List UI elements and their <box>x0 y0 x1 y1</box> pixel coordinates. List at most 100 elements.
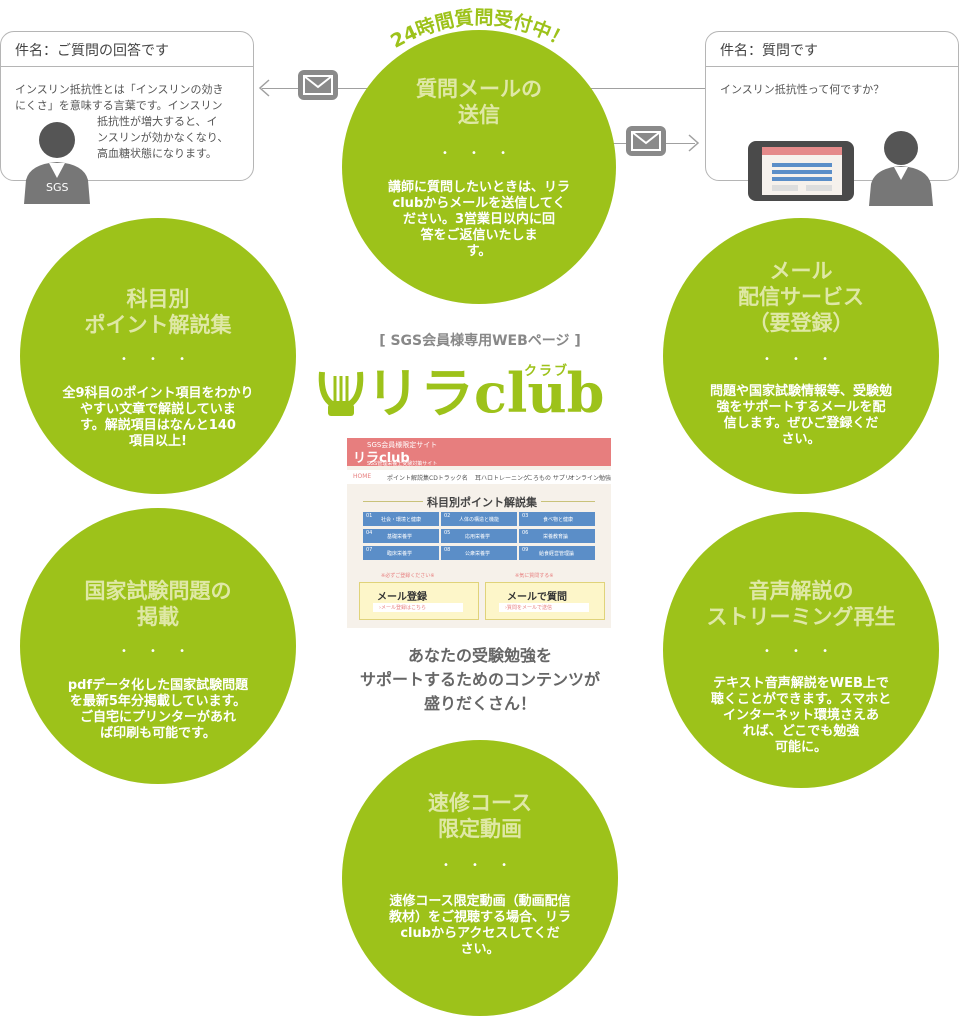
teacher-avatar: SGS <box>22 118 92 204</box>
answer-line: 抵抗性が増大すると、イ <box>97 115 218 128</box>
site-cell-label: 基礎栄養学 <box>387 534 413 540</box>
caption-line: サポートするためのコンテンツが <box>359 670 600 689</box>
circle-desc: テキスト音声解説をWEB上で <box>713 676 889 691</box>
circle-desc: ば印刷も可能です。 <box>100 726 216 741</box>
site-cell-num: 08 <box>444 547 451 553</box>
caption-line: あなたの受験勉強を <box>407 646 552 665</box>
circle-title: 科目別 <box>126 287 190 311</box>
site-cell-label: 人体の構造と機能 <box>459 517 500 523</box>
rira-club-logo: リラclub <box>366 361 605 425</box>
members-label: [ SGS会員様専用WEBページ ] <box>379 333 581 349</box>
site-nav-item: CDトラック名 <box>429 475 468 482</box>
answer-line: 高血糖状態になります。 <box>97 147 217 160</box>
site-note: ※必ずご登録ください※ <box>381 573 435 579</box>
site-nav-item: ポイント解説集 <box>387 475 430 482</box>
circle-mail-service: メール 配信サービス （要登録） • • • 問題や国家試験情報等、受験勉 強を… <box>663 218 939 494</box>
site-logo-sub: SGS管理栄養士受験対策サイト <box>367 461 438 467</box>
question-line: インスリン抵抗性って何ですか？ <box>720 83 885 96</box>
site-cell-num: 07 <box>366 547 373 553</box>
dots-divider: • • • <box>763 354 839 365</box>
site-cell-num: 01 <box>366 513 373 519</box>
envelope-icon <box>298 70 338 100</box>
circle-desc: さい。 <box>781 432 821 447</box>
circle-title: ストリーミング再生 <box>706 605 896 629</box>
circle-exam-questions: 国家試験問題の 掲載 • • • pdfデータ化した国家試験問題 を最新5年分掲… <box>20 508 296 784</box>
site-cell-label: 臨床栄養学 <box>387 551 413 557</box>
circle-title: 限定動画 <box>438 817 522 841</box>
circle-title: ポイント解説集 <box>84 313 232 337</box>
lyre-logo-icon <box>318 366 364 420</box>
circle-title: 速修コース <box>428 791 532 815</box>
dots-divider: • • • <box>120 646 196 657</box>
logo-ruby: クラブ <box>524 364 570 379</box>
site-cell-num: 06 <box>522 530 529 536</box>
answer-mail-box: 件名：ご質問の回答です インスリン抵抗性とは「インスリンの効き にくさ」を意味す… <box>0 31 254 181</box>
circle-desc: 可能に。 <box>774 740 827 755</box>
dots-divider: • • • <box>441 148 517 159</box>
circle-desc: 項目以上! <box>129 434 187 449</box>
site-cell-num: 05 <box>444 530 451 536</box>
circle-desc: 教材）をご視聴する場合、リラ <box>388 910 572 925</box>
site-cell-num: 04 <box>366 530 373 536</box>
circle-desc: インターネット環境さえあ <box>722 708 879 723</box>
answer-line: インスリン抵抗性とは「インスリンの効き <box>15 83 224 96</box>
dots-divider: • • • <box>763 646 839 657</box>
circle-send-question: 質問メールの 送信 • • • 講師に質問したいときは、リラ clubからメール… <box>342 30 616 304</box>
circle-desc: 強をサポートするメールを配 <box>716 400 886 415</box>
circle-desc: ださい。3営業日以内に回 <box>402 212 556 227</box>
site-cell-label: 公衆栄養学 <box>465 551 491 557</box>
site-nav-item: ころもの サプリ <box>527 475 571 482</box>
circle-title: 送信 <box>458 103 500 127</box>
dots-divider: • • • <box>442 860 518 871</box>
circle-desc: clubからアクセスしてくだ <box>400 926 560 941</box>
dots-divider: • • • <box>120 354 196 365</box>
site-nav-item: 耳ハロトレーニング <box>475 475 530 482</box>
circle-desc: さい。 <box>460 942 500 957</box>
arrow-right-icon <box>688 133 700 153</box>
site-btn-register-sub: ›メール登録はこちら <box>379 605 427 611</box>
site-cell-label: 食べ物と健康 <box>543 517 574 523</box>
site-btn-register: メール登録 <box>377 592 427 603</box>
circle-desc: す。 <box>466 244 492 259</box>
circle-desc: 答をご返信いたしま <box>420 228 538 243</box>
circle-title: メール <box>769 259 833 283</box>
circle-point-explanation: 科目別 ポイント解説集 • • • 全9科目のポイント項目をわかり やすい文章で… <box>20 218 296 494</box>
circle-title: 音声解説の <box>748 579 854 603</box>
circle-desc: れば、どこでも勉強 <box>742 724 860 739</box>
avatar-label: SGS <box>46 181 69 194</box>
circle-title: 配信サービス <box>738 285 864 309</box>
caption-line: 盛りだくさん！ <box>423 694 536 713</box>
site-nav-item: HOME <box>353 473 372 480</box>
circle-title: 国家試験問題の <box>84 579 232 603</box>
circle-desc: ご自宅にプリンターがあれ <box>79 710 236 725</box>
answer-line: ンスリンが効かなくなり、 <box>97 131 229 144</box>
center-caption: あなたの受験勉強を サポートするためのコンテンツが 盛りだくさん！ <box>300 644 660 716</box>
site-cell-num: 09 <box>522 547 529 553</box>
circle-desc: 問題や国家試験情報等、受験勉 <box>709 384 893 399</box>
site-btn-ask: メールで質問 <box>507 592 567 603</box>
site-cell-label: 給食経営管理論 <box>539 551 575 557</box>
site-section-title: 科目別ポイント解説集 <box>423 494 541 510</box>
site-cell-label: 社会・環境と健康 <box>381 517 422 523</box>
site-cell-num: 02 <box>444 513 451 519</box>
site-cell-label: 応用栄養学 <box>465 534 491 540</box>
connector-right-top <box>560 88 705 89</box>
site-screenshot: SGS会員様限定サイト リラclub SGS管理栄養士受験対策サイト HOME … <box>347 438 611 628</box>
circle-course-video: 速修コース 限定動画 • • • 速修コース限定動画（動画配信 教材）をご視聴す… <box>342 740 618 1016</box>
circle-desc: pdfデータ化した国家試験問題 <box>67 678 249 693</box>
circle-desc: す。解説項目はなんと140 <box>80 418 236 433</box>
site-note: ※気に質問する※ <box>515 573 554 579</box>
circle-desc: 聴くことができます。スマホと <box>710 692 892 707</box>
site-logo: リラclub <box>353 451 410 466</box>
answer-subject: 件名：ご質問の回答です <box>15 43 169 59</box>
circle-desc: 速修コース限定動画（動画配信 <box>389 894 571 909</box>
circle-desc: やすい文章で解説していま <box>80 402 236 417</box>
circle-desc: 信します。ぜひご登録くだ <box>723 416 879 431</box>
answer-line: にくさ」を意味する言葉です。インスリン <box>15 99 223 112</box>
student-avatar <box>866 128 936 206</box>
site-cell-label: 栄養教育論 <box>543 534 569 540</box>
envelope-icon <box>626 126 666 156</box>
circle-title: 質問メールの <box>416 77 542 101</box>
circle-title: （要登録） <box>748 311 854 335</box>
circle-title: 掲載 <box>137 605 179 629</box>
